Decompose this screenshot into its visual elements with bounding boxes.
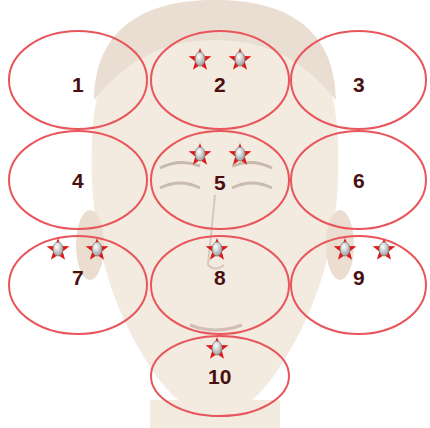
face-region: 8 <box>150 235 290 335</box>
region-outline <box>151 131 289 229</box>
face-region: 9 <box>290 235 427 335</box>
region-number: 6 <box>353 170 365 191</box>
face-region: 6 <box>290 130 427 230</box>
region-outline <box>9 31 147 129</box>
electrode-markers <box>47 48 396 359</box>
region-number: 7 <box>72 267 84 288</box>
region-number: 5 <box>214 172 226 193</box>
head <box>76 0 354 428</box>
region-outline <box>291 31 426 129</box>
region-number: 1 <box>72 74 84 95</box>
region-number: 4 <box>72 170 84 191</box>
face-region: 2 <box>150 30 290 130</box>
region-number: 10 <box>208 366 231 387</box>
region-outline <box>291 131 426 229</box>
region-outline <box>291 236 426 334</box>
face-region: 1 <box>8 30 148 130</box>
face-region: 7 <box>8 235 148 335</box>
face-region: 10 <box>150 335 290 417</box>
region-number: 8 <box>214 267 226 288</box>
face-region: 4 <box>8 130 148 230</box>
region-outline <box>151 31 289 129</box>
region-outline <box>151 336 289 416</box>
region-number: 3 <box>353 74 365 95</box>
region-outline <box>151 236 289 334</box>
region-number: 2 <box>214 74 226 95</box>
region-outline <box>9 236 147 334</box>
face-region: 3 <box>290 30 427 130</box>
region-number: 9 <box>353 267 365 288</box>
region-outline <box>9 131 147 229</box>
face-region: 5 <box>150 130 290 230</box>
